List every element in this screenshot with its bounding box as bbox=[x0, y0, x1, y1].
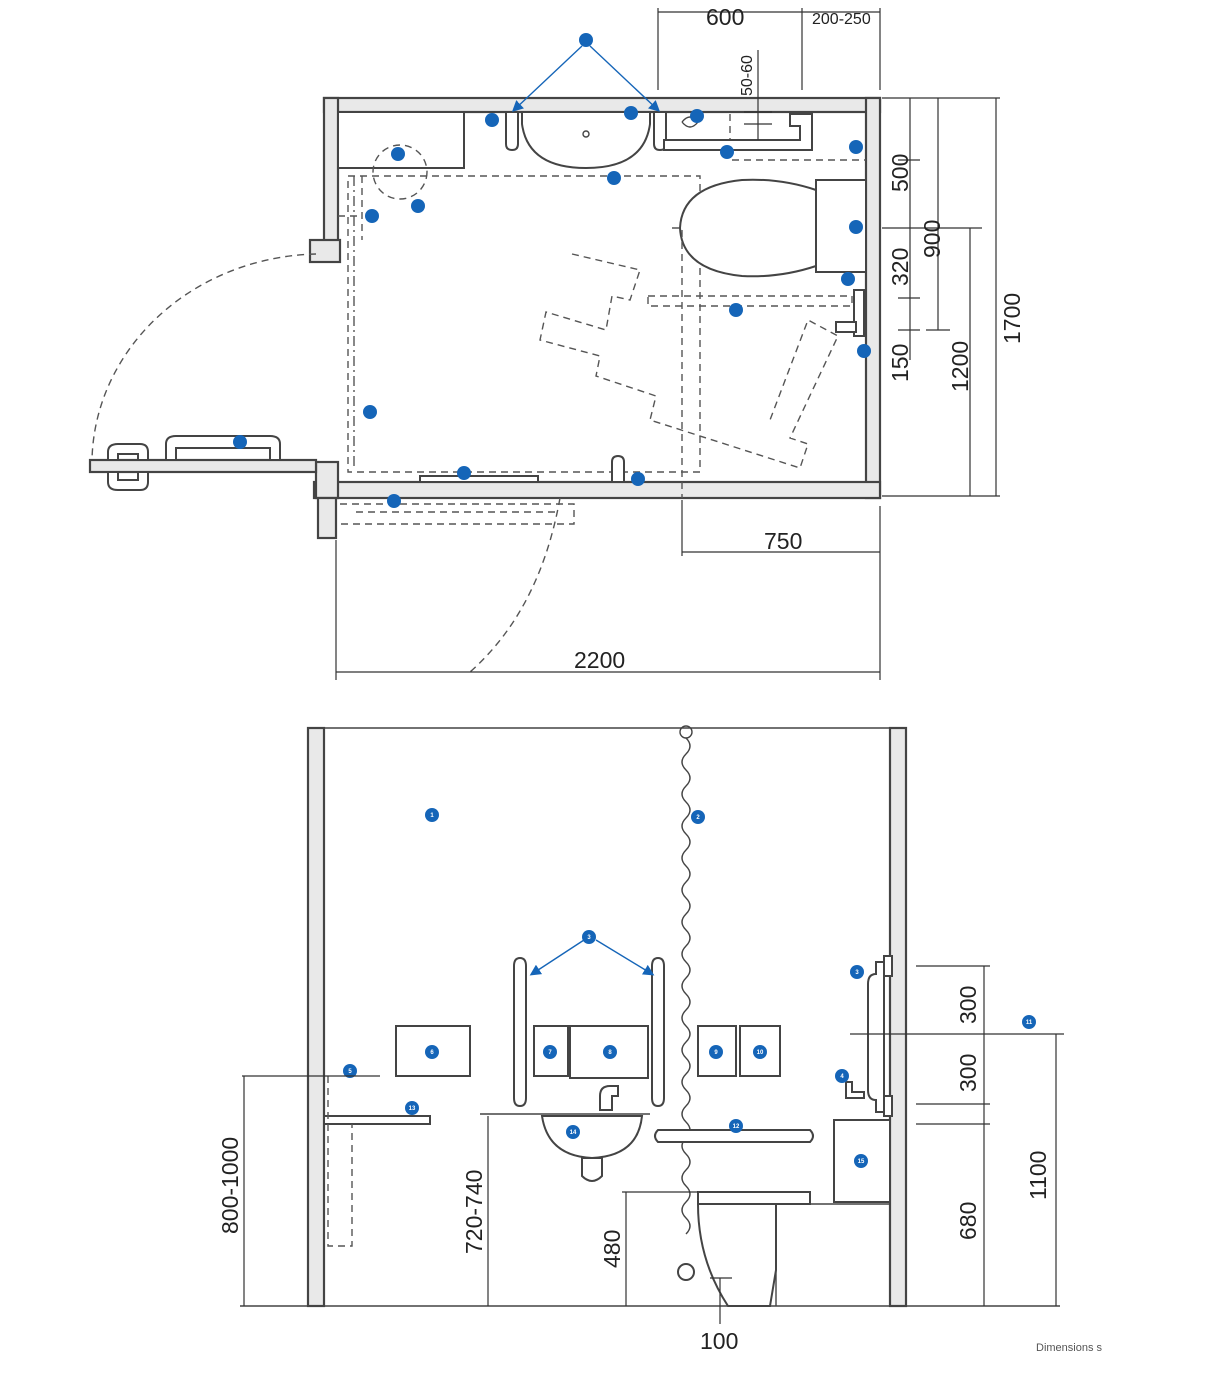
elev-flush-lever bbox=[845, 1081, 865, 1099]
svg-text:7: 7 bbox=[548, 1050, 552, 1056]
plan-door-swing bbox=[91, 253, 317, 461]
plan-dim-1200: 1200 bbox=[947, 341, 973, 392]
elev-dim-100: 100 bbox=[700, 1328, 738, 1354]
plan-dim-2200: 2200 bbox=[574, 647, 625, 673]
svg-text:6: 6 bbox=[430, 1050, 434, 1056]
plan-leader-right bbox=[589, 45, 661, 112]
plan-activity-zone bbox=[347, 175, 701, 473]
elev-dim-1100: 1100 bbox=[1025, 1151, 1051, 1200]
plan-outside-zone bbox=[340, 503, 575, 525]
elev-wc-pan bbox=[696, 1203, 777, 1307]
plan-door-handle bbox=[107, 471, 149, 491]
plan-wheelchair-outline bbox=[539, 253, 839, 469]
elev-dim-300-bottom: 300 bbox=[955, 1054, 981, 1092]
plan-washbasin bbox=[521, 111, 651, 170]
elev-markers: 1 2 3 3 4 5 6 7 8 9 10 11 12 13 14 15 bbox=[343, 808, 1036, 1168]
svg-text:3: 3 bbox=[587, 935, 591, 941]
svg-text:13: 13 bbox=[409, 1106, 416, 1112]
plan-door-handle-top bbox=[107, 443, 149, 461]
plan-dim-150: 150 bbox=[887, 344, 913, 382]
elev-dimensions bbox=[242, 965, 1064, 1324]
elev-wc-seat bbox=[697, 1191, 811, 1205]
elev-shelf-zone bbox=[327, 1076, 353, 1247]
plan-bottom-wall bbox=[312, 480, 882, 500]
elev-cord-top bbox=[679, 725, 693, 739]
elev-left-wall bbox=[306, 726, 326, 1308]
elev-dim-300-top: 300 bbox=[955, 986, 981, 1024]
plan-door-leaf bbox=[88, 458, 318, 474]
plan-wc-pan bbox=[678, 178, 817, 278]
elev-leader-right bbox=[595, 939, 655, 976]
elev-washbasin bbox=[540, 1115, 644, 1160]
svg-text:15: 15 bbox=[858, 1159, 865, 1165]
elev-mirror-left bbox=[395, 1025, 471, 1077]
plan-top-wall bbox=[322, 96, 882, 114]
plan-drop-rail-zone bbox=[647, 295, 853, 307]
elev-grab-rail-horizontal bbox=[654, 1129, 814, 1143]
plan-shelf-zone bbox=[338, 176, 363, 240]
elev-rail-bracket-top bbox=[883, 955, 893, 977]
elev-right-wall bbox=[888, 726, 908, 1308]
plan-leader-left bbox=[511, 45, 583, 112]
plan-rail-zone bbox=[729, 114, 866, 161]
elevation-view: 1 2 3 3 4 5 6 7 8 9 10 11 12 13 14 15 30… bbox=[217, 725, 1064, 1354]
svg-text:5: 5 bbox=[348, 1069, 352, 1075]
svg-text:14: 14 bbox=[570, 1130, 577, 1136]
footer-note: Dimensions s bbox=[1036, 1342, 1103, 1354]
elev-cord-pull bbox=[677, 1263, 695, 1281]
plan-dim-50-60: 50-60 bbox=[739, 55, 756, 96]
plan-outward-door-swing bbox=[469, 497, 561, 673]
plan-door-jamb-bottom bbox=[314, 460, 340, 500]
plan-door-jamb-top bbox=[308, 238, 342, 264]
plan-basin-rail-left bbox=[505, 111, 519, 152]
elev-tap bbox=[599, 1085, 619, 1111]
svg-text:10: 10 bbox=[757, 1050, 764, 1056]
plan-dim-500: 500 bbox=[887, 154, 913, 192]
svg-text:8: 8 bbox=[608, 1050, 612, 1056]
elev-basin-trap bbox=[581, 1157, 603, 1182]
elev-leader-left bbox=[529, 939, 585, 976]
plan-door-pull-rail bbox=[165, 435, 281, 461]
svg-text:2: 2 bbox=[696, 815, 700, 821]
svg-text:11: 11 bbox=[1026, 1020, 1033, 1026]
plan-alarm-cord bbox=[611, 454, 625, 483]
plan-basin-waste bbox=[582, 130, 590, 138]
plan-grab-rail-rear bbox=[663, 113, 813, 151]
plan-dim-200-250: 200-250 bbox=[812, 11, 871, 28]
elev-rail-bracket-bottom bbox=[883, 1095, 893, 1117]
elev-dim-680: 680 bbox=[955, 1202, 981, 1240]
svg-text:1: 1 bbox=[430, 813, 434, 819]
plan-bin-turning bbox=[372, 144, 428, 200]
svg-text:3: 3 bbox=[855, 970, 859, 976]
plan-dim-320: 320 bbox=[887, 248, 913, 286]
svg-text:12: 12 bbox=[733, 1124, 740, 1130]
plan-dimensions bbox=[335, 8, 1000, 680]
elev-basin-rail-left bbox=[513, 956, 527, 1108]
plan-left-wall bbox=[322, 96, 340, 258]
plan-flush-lever bbox=[835, 321, 857, 333]
svg-text:4: 4 bbox=[840, 1074, 844, 1080]
plan-dim-750: 750 bbox=[764, 528, 802, 554]
plan-dim-1700: 1700 bbox=[999, 293, 1025, 344]
elev-shelf bbox=[323, 1115, 431, 1125]
elev-basin-rail-right bbox=[651, 956, 665, 1108]
plan-toilet-roll bbox=[853, 289, 865, 337]
elev-dim-720-740: 720-740 bbox=[461, 1170, 487, 1254]
plan-markers bbox=[233, 33, 871, 508]
elev-dim-800-1000: 800-1000 bbox=[217, 1137, 243, 1234]
elev-alarm-cord bbox=[681, 737, 691, 1235]
plan-dim-600: 600 bbox=[706, 4, 744, 30]
plan-outer-wall-stub bbox=[316, 496, 338, 540]
plan-bottom-shelf bbox=[419, 475, 539, 483]
plan-dim-900: 900 bbox=[919, 220, 945, 258]
svg-text:9: 9 bbox=[714, 1050, 718, 1056]
plan-right-wall bbox=[864, 96, 882, 500]
plan-view: 600 200-250 50-60 500 320 150 900 1200 1… bbox=[88, 4, 1025, 680]
elev-drop-rail bbox=[867, 961, 885, 1113]
elev-dim-480: 480 bbox=[599, 1230, 625, 1268]
